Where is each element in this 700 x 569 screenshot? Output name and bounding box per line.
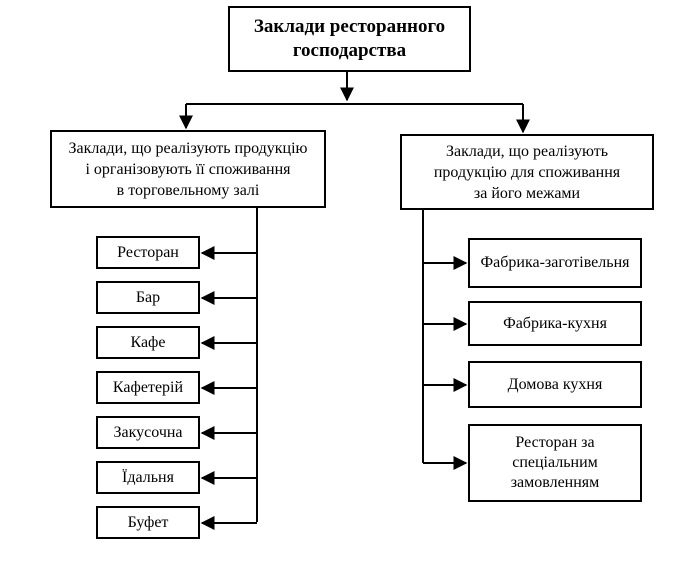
right-leaf-label: Фабрика-кухня: [503, 314, 607, 332]
right-category-node: Заклади, що реалізують продукцію для спо…: [400, 134, 654, 210]
left-leaf-label: Їдальня: [122, 468, 174, 486]
right-leaf-label: замовленням: [510, 474, 600, 491]
left-category-node: Заклади, що реалізують продукцію і орган…: [50, 130, 326, 208]
right-leaf-node: Фабрика-заготівельня: [468, 238, 642, 288]
left-leaf-label: Бар: [135, 288, 161, 306]
left-category-line-3: в торговельному залі: [116, 181, 260, 199]
right-category-line-3: за його межами: [473, 184, 581, 202]
left-leaf-node: Бар: [96, 281, 200, 314]
left-leaf-node: Кафетерій: [96, 371, 200, 404]
right-leaf-node: Домова кухня: [468, 361, 642, 408]
left-leaf-label: Ресторан: [117, 243, 179, 261]
left-leaf-node: Їдальня: [96, 461, 200, 494]
left-leaf-node: Кафе: [96, 326, 200, 359]
right-leaf-label: Ресторан за: [515, 434, 595, 451]
root-title-line-2: господарства: [292, 40, 407, 61]
right-category-line-2: продукцію для споживання: [433, 163, 621, 181]
right-leaf-node: Фабрика-кухня: [468, 301, 642, 346]
right-category-line-1: Заклади, що реалізують: [446, 142, 608, 160]
left-category-line-1: Заклади, що реалізують продукцію: [68, 139, 308, 157]
root-title-line-1: Заклади ресторанного: [253, 16, 446, 37]
right-leaf-label: спеціальним: [512, 454, 598, 471]
left-leaf-label: Закусочна: [113, 423, 183, 441]
left-leaf-node: Закусочна: [96, 416, 200, 449]
left-leaf-label: Кафетерій: [112, 378, 184, 396]
left-leaf-node: Буфет: [96, 506, 200, 539]
right-leaf-label: Фабрика-заготівельня: [480, 254, 630, 271]
left-leaf-node: Ресторан: [96, 236, 200, 269]
right-leaf-label: Домова кухня: [507, 375, 603, 393]
left-leaf-label: Кафе: [130, 333, 166, 351]
left-category-line-2: і організовують її споживання: [85, 160, 291, 178]
right-leaf-node: Ресторан за спеціальним замовленням: [468, 424, 642, 502]
left-leaf-label: Буфет: [127, 513, 169, 531]
root-node: Заклади ресторанного господарства: [228, 6, 471, 72]
